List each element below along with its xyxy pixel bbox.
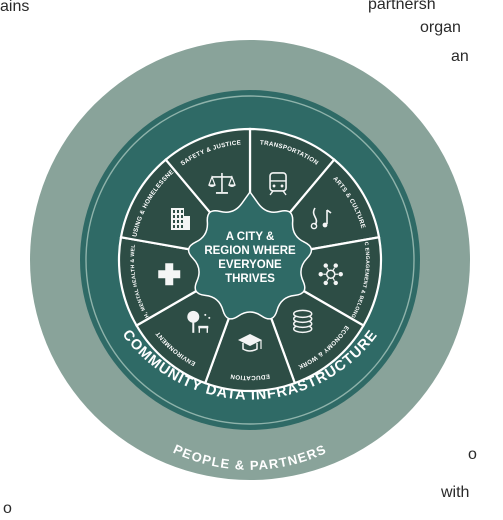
building-icon: [170, 208, 190, 230]
body-text-fragment: an: [451, 48, 469, 65]
graduation-cap-icon: [238, 334, 262, 352]
body-text-fragment: organ: [420, 19, 461, 36]
coins-icon: [292, 309, 313, 334]
body-text-fragment: o: [3, 500, 12, 517]
center-star-shape: [187, 190, 313, 320]
center-title-line: A CITY &: [226, 231, 275, 243]
park-tree-icon: [187, 310, 211, 333]
center-title-line: THRIVES: [225, 273, 275, 285]
ring-divider-line: [85, 95, 415, 425]
body-text-fragment: ains: [0, 0, 30, 15]
scales-icon: [207, 172, 236, 194]
sector-safety-justice: [164, 127, 252, 234]
body-text-fragment: with: [441, 484, 470, 501]
network-people-icon: [318, 263, 343, 286]
music-notes-icon: [310, 207, 332, 230]
center-hub: A CITY & REGION WHERE EVERYONE THRIVES: [187, 190, 313, 320]
body-text-fragment: o: [468, 446, 477, 463]
center-title-line: REGION WHERE: [204, 245, 296, 257]
center-title: A CITY & REGION WHERE EVERYONE THRIVES: [204, 231, 296, 285]
medical-cross-icon: [158, 263, 181, 286]
train-icon: [269, 172, 287, 196]
body-text-fragment: partnersh: [368, 0, 436, 13]
center-title-line: EVERYONE: [218, 259, 282, 271]
sector-label: EDUCATION: [230, 372, 271, 381]
